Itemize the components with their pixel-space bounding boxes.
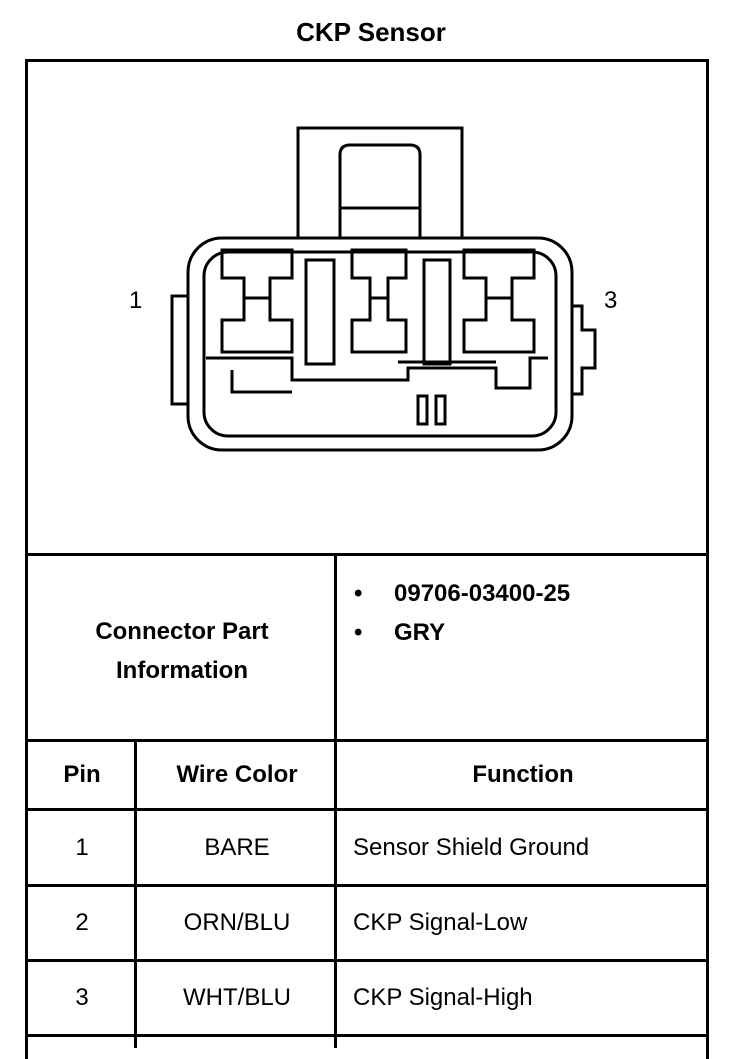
terminal-cavity-3 bbox=[462, 248, 536, 354]
divider-row3-bottom bbox=[25, 1034, 709, 1037]
table-row-1-pin: 1 bbox=[75, 834, 89, 861]
divider-pin-column bbox=[134, 739, 137, 1048]
terminal-cavity-1 bbox=[220, 248, 294, 354]
connector-face-diagram bbox=[170, 126, 597, 452]
table-row-2-wire-color: ORN/BLU bbox=[183, 909, 291, 936]
part-number-item: • 09706-03400-25 bbox=[354, 574, 570, 613]
pin-1-label: 1 bbox=[129, 287, 143, 314]
terminal-cavity-2 bbox=[350, 248, 408, 354]
bullet-icon: • bbox=[354, 580, 363, 607]
connector-color: GRY bbox=[394, 619, 446, 646]
table-row-3-function: CKP Signal-High bbox=[353, 984, 533, 1011]
separator-post-left bbox=[304, 258, 336, 366]
locking-tab-inner bbox=[338, 143, 422, 238]
divider-header-bottom bbox=[25, 808, 709, 811]
bottom-channel-floor bbox=[230, 370, 292, 394]
separator-post-right bbox=[422, 258, 452, 366]
connector-part-info-line1: Connector Part bbox=[95, 618, 269, 645]
bullet-icon: • bbox=[354, 619, 363, 646]
divider-partinfo-bottom bbox=[25, 739, 709, 742]
locking-tab bbox=[296, 126, 464, 238]
divider-partinfo-column bbox=[334, 553, 337, 1048]
connector-part-info-line2: Information bbox=[116, 657, 248, 684]
divider-row1-bottom bbox=[25, 884, 709, 887]
connector-frame bbox=[25, 59, 709, 1059]
connector-part-info-label: Connector Part Information bbox=[28, 612, 336, 690]
divider-row2-bottom bbox=[25, 959, 709, 962]
right-side-key bbox=[572, 304, 597, 396]
left-side-key bbox=[170, 294, 188, 406]
connector-color-item: • GRY bbox=[354, 613, 570, 652]
table-row-2-function: CKP Signal-Low bbox=[353, 909, 528, 936]
table-row-2-pin: 2 bbox=[75, 909, 89, 936]
polarizing-slot-left bbox=[416, 394, 429, 426]
header-pin: Pin bbox=[63, 761, 101, 788]
divider-diagram-bottom bbox=[25, 553, 709, 556]
page-title: CKP Sensor bbox=[296, 17, 446, 47]
connector-body-outer bbox=[186, 236, 574, 452]
connector-part-list: • 09706-03400-25 • GRY bbox=[354, 574, 570, 652]
header-wire-color: Wire Color bbox=[176, 761, 298, 788]
part-number: 09706-03400-25 bbox=[394, 580, 571, 607]
connector-body-inner bbox=[202, 250, 558, 438]
header-function: Function bbox=[472, 761, 574, 788]
table-row-3-pin: 3 bbox=[75, 984, 89, 1011]
table-row-3-wire-color: WHT/BLU bbox=[183, 984, 291, 1011]
polarizing-slot-right bbox=[434, 394, 447, 426]
table-row-1-wire-color: BARE bbox=[204, 834, 270, 861]
pin-3-label: 3 bbox=[604, 287, 618, 314]
bottom-channel bbox=[206, 356, 548, 390]
table-row-1-function: Sensor Shield Ground bbox=[353, 834, 590, 861]
